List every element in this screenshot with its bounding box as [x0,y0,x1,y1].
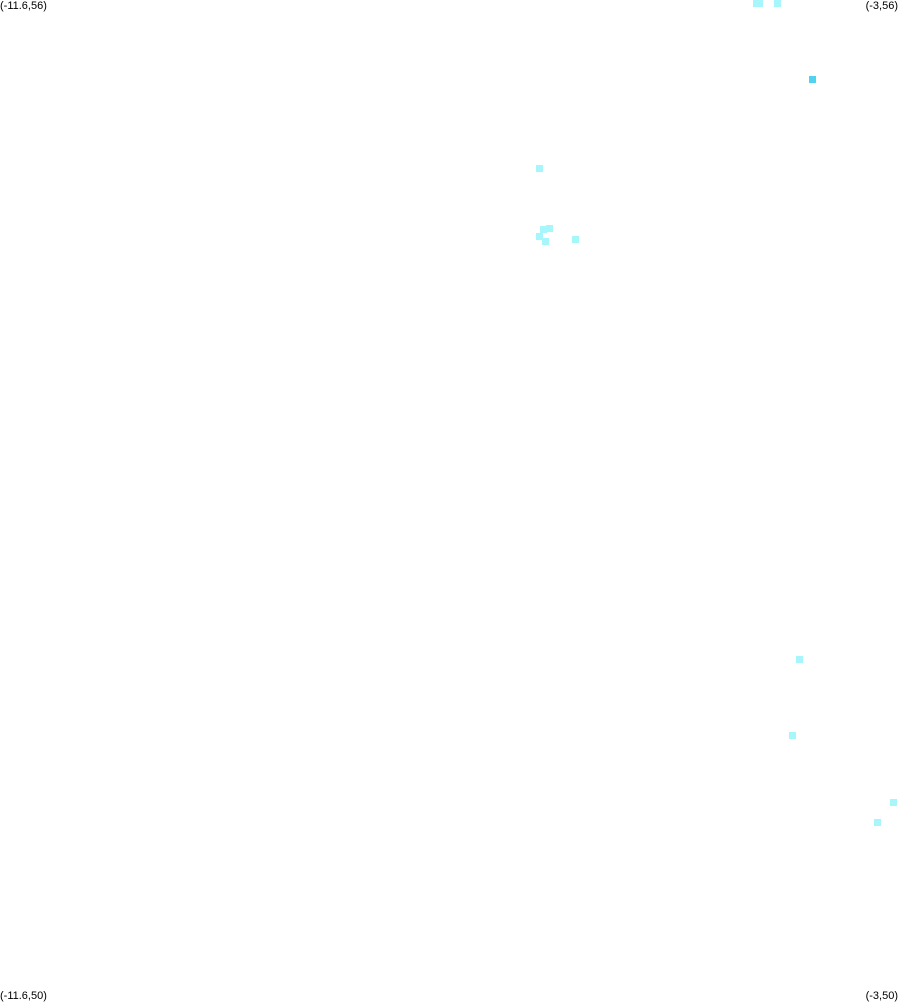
map-point [572,236,580,244]
map-point [774,0,782,7]
map-point [788,732,796,740]
map-point [796,655,804,663]
corner-label-top-left: (-11.6,56) [0,0,47,12]
map-point [540,226,548,234]
map-point [535,164,543,172]
map-point [756,0,764,7]
map-point [535,232,543,240]
corner-label-bottom-left: (-11.6,50) [0,990,47,1002]
map-point [873,819,881,826]
map-point [890,799,898,807]
map-point [546,224,554,232]
map-point [808,76,816,84]
map-point [542,237,550,245]
corner-label-bottom-right: (-3,50) [865,990,898,1002]
corner-label-top-right: (-3,56) [865,0,898,12]
